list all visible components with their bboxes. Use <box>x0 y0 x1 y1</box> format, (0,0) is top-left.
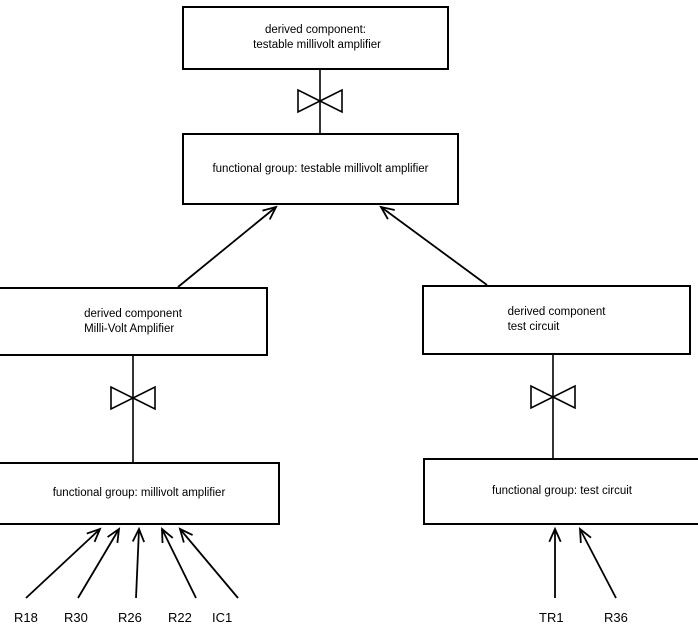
realization-connector-testable-millivolt-amplifier[interactable] <box>297 70 343 133</box>
arrow-r30-to-functional-group-line <box>77 528 120 599</box>
leaf-label-r36: R36 <box>604 610 628 625</box>
realization-connector-test-circuit[interactable] <box>530 355 576 458</box>
arrow-r26-to-functional-group-line <box>135 528 140 599</box>
arrows-layer <box>25 205 617 599</box>
arrow-r22-to-functional-group[interactable] <box>161 527 197 599</box>
derived-component-milli-volt-amplifier-label: derived component Milli-Volt Amplifier <box>84 307 182 335</box>
realization-connector-milli-volt-amplifier-bowtie-left-icon <box>110 385 135 411</box>
leaf-label-tr1: TR1 <box>539 610 564 625</box>
functional-group-test-circuit-label: functional group: test circuit <box>492 485 632 497</box>
derived-component-test-circuit[interactable]: derived component test circuit <box>422 285 691 355</box>
connectors-layer <box>110 70 576 462</box>
functional-group-testable-millivolt-amplifier-label: functional group: testable millivolt amp… <box>212 162 429 175</box>
derived-component-testable-millivolt-amplifier[interactable]: derived component: testable millivolt am… <box>182 6 449 70</box>
arrow-milli-volt-amplifier-to-functional-group-line <box>177 206 277 288</box>
arrow-r22-to-functional-group-head-icon <box>161 527 174 544</box>
arrow-r30-to-functional-group-head-icon <box>107 527 121 544</box>
arrow-r18-to-functional-group-head-icon <box>86 527 102 543</box>
derived-component-milli-volt-amplifier[interactable]: derived component Milli-Volt Amplifier <box>0 287 268 356</box>
arrow-milli-volt-amplifier-to-functional-group[interactable] <box>177 205 278 288</box>
arrow-r30-to-functional-group[interactable] <box>77 527 121 599</box>
arrow-ic1-to-functional-group-line <box>179 528 239 599</box>
realization-connector-test-circuit-bowtie-left-icon <box>530 384 555 410</box>
functional-group-millivolt-amplifier[interactable]: functional group: millivolt amplifier <box>0 462 280 525</box>
arrow-r18-to-functional-group-line <box>25 528 101 599</box>
leaf-label-ic1: IC1 <box>212 610 233 625</box>
arrow-tr1-to-functional-group-head-icon <box>548 526 562 543</box>
realization-connector-testable-millivolt-amplifier-bowtie-right-icon <box>318 88 343 114</box>
arrow-r36-to-functional-group-head-icon <box>578 527 592 544</box>
arrow-r36-to-functional-group-line <box>579 528 617 599</box>
arrow-r26-to-functional-group-head-icon <box>131 526 145 543</box>
functional-group-testable-millivolt-amplifier[interactable]: functional group: testable millivolt amp… <box>182 133 459 205</box>
realization-connector-testable-millivolt-amplifier-bowtie-left-icon <box>297 88 322 114</box>
functional-group-millivolt-amplifier-label: functional group: millivolt amplifier <box>52 487 226 499</box>
leaf-label-r18: R18 <box>14 610 38 625</box>
realization-connector-test-circuit-bowtie-right-icon <box>551 384 576 410</box>
arrow-ic1-to-functional-group-head-icon <box>178 527 193 543</box>
leaf-label-r22: R22 <box>168 610 192 625</box>
arrow-tr1-to-functional-group[interactable] <box>548 526 562 598</box>
arrow-r18-to-functional-group[interactable] <box>25 527 102 599</box>
arrow-test-circuit-to-functional-group-head-icon <box>379 205 395 220</box>
arrow-milli-volt-amplifier-to-functional-group-head-icon <box>262 205 278 220</box>
arrow-ic1-to-functional-group[interactable] <box>178 527 239 599</box>
leaf-label-r26: R26 <box>118 610 142 625</box>
derived-component-test-circuit-label: derived component test circuit <box>507 306 606 333</box>
derived-component-testable-millivolt-amplifier-label: derived component: testable millivolt am… <box>253 24 381 51</box>
arrow-r26-to-functional-group[interactable] <box>131 526 145 599</box>
arrow-test-circuit-to-functional-group[interactable] <box>379 205 488 286</box>
realization-connector-milli-volt-amplifier[interactable] <box>110 356 156 462</box>
arrow-r22-to-functional-group-line <box>161 528 197 599</box>
functional-group-test-circuit[interactable]: functional group: test circuit <box>423 458 698 525</box>
arrow-test-circuit-to-functional-group-line <box>380 206 488 286</box>
realization-connector-milli-volt-amplifier-bowtie-right-icon <box>131 385 156 411</box>
leaf-label-r30: R30 <box>64 610 88 625</box>
arrow-r36-to-functional-group[interactable] <box>578 527 617 599</box>
